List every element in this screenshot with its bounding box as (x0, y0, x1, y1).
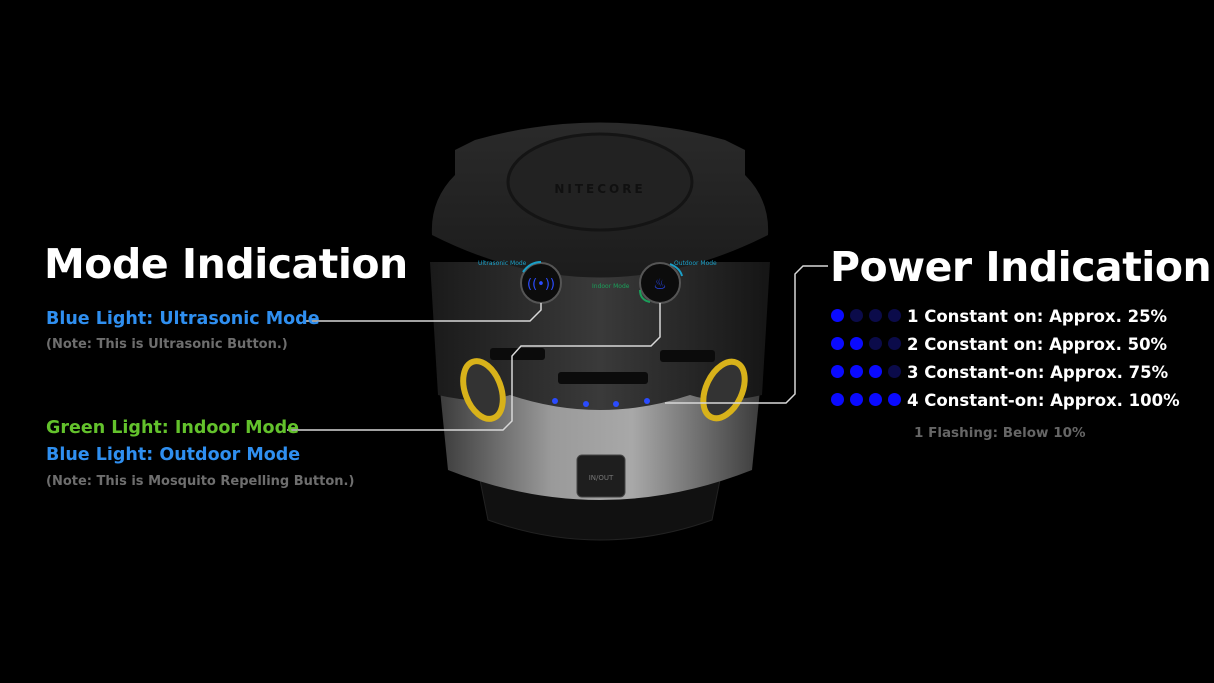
led-dot-off (869, 336, 882, 350)
indoor-mode-label-text: Green Light: Indoor Mode (46, 418, 299, 438)
flashing-note: 1 Flashing: Below 10% (914, 425, 1086, 441)
led-dots (831, 307, 907, 326)
indoor-mode-label: Indoor Mode (592, 283, 630, 290)
power-level-row: 1 Constant on: Approx. 25% (831, 302, 1180, 330)
power-indication-title: Power Indication (830, 243, 1212, 291)
led-dot-off (888, 364, 901, 378)
hook-ring-right (700, 358, 748, 422)
led-dot-off (850, 308, 863, 322)
led-dot-on (869, 364, 882, 378)
led-dot-on (831, 364, 844, 378)
brand-logo: NITECORE (554, 182, 645, 196)
ultrasonic-mode-label-text: Blue Light: Ultrasonic Mode (46, 309, 320, 329)
led-dot-off (888, 336, 901, 350)
body (430, 262, 770, 410)
power-level-row: 2 Constant on: Approx. 50% (831, 330, 1180, 358)
leader-line-power (665, 265, 828, 404)
led-dot-off (869, 308, 882, 322)
power-level-row: 3 Constant-on: Approx. 75% (831, 358, 1180, 386)
usb-port-cover (576, 454, 626, 498)
leader-line-ultrasonic (305, 303, 542, 322)
ultrasonic-mode-label: Ultrasonic Mode (478, 260, 527, 267)
led-dot-on (831, 392, 844, 406)
power-level-row: 4 Constant-on: Approx. 100% (831, 386, 1180, 414)
power-level-text: 2 Constant on: Approx. 50% (907, 334, 1168, 354)
power-level-text: 1 Constant on: Approx. 25% (907, 306, 1168, 326)
ultrasonic-icon: ((•)) (527, 277, 555, 292)
outdoor-mode-label: Outdoor Mode (674, 260, 717, 267)
led-dots (831, 391, 907, 410)
led-dots (831, 363, 907, 382)
led-dot-on (850, 364, 863, 378)
power-level-list: 1 Constant on: Approx. 25% 2 Constant on… (831, 302, 1180, 414)
mosquito-icon: ♨ (653, 275, 666, 293)
ultrasonic-note: (Note: This is Ultrasonic Button.) (46, 337, 288, 352)
power-led-indicators (552, 398, 650, 407)
hook-ring-left (460, 358, 506, 422)
led-dots (831, 335, 907, 354)
led-dot-on (869, 392, 882, 406)
led-dot-off (888, 308, 901, 322)
led-dot-on (850, 392, 863, 406)
mode-indication-title: Mode Indication (44, 240, 408, 288)
led-dot-on (850, 336, 863, 350)
led-dot-on (831, 336, 844, 350)
port-label: IN/OUT (589, 474, 614, 482)
mosquito-note: (Note: This is Mosquito Repelling Button… (46, 474, 355, 489)
power-level-text: 4 Constant-on: Approx. 100% (907, 390, 1180, 410)
leader-line-mosquito (287, 303, 661, 431)
power-level-text: 3 Constant-on: Approx. 75% (907, 362, 1169, 382)
led-dot-on (831, 308, 844, 322)
top-disc (506, 132, 694, 232)
outdoor-mode-label-text: Blue Light: Outdoor Mode (46, 445, 301, 465)
led-dot-on (888, 392, 901, 406)
